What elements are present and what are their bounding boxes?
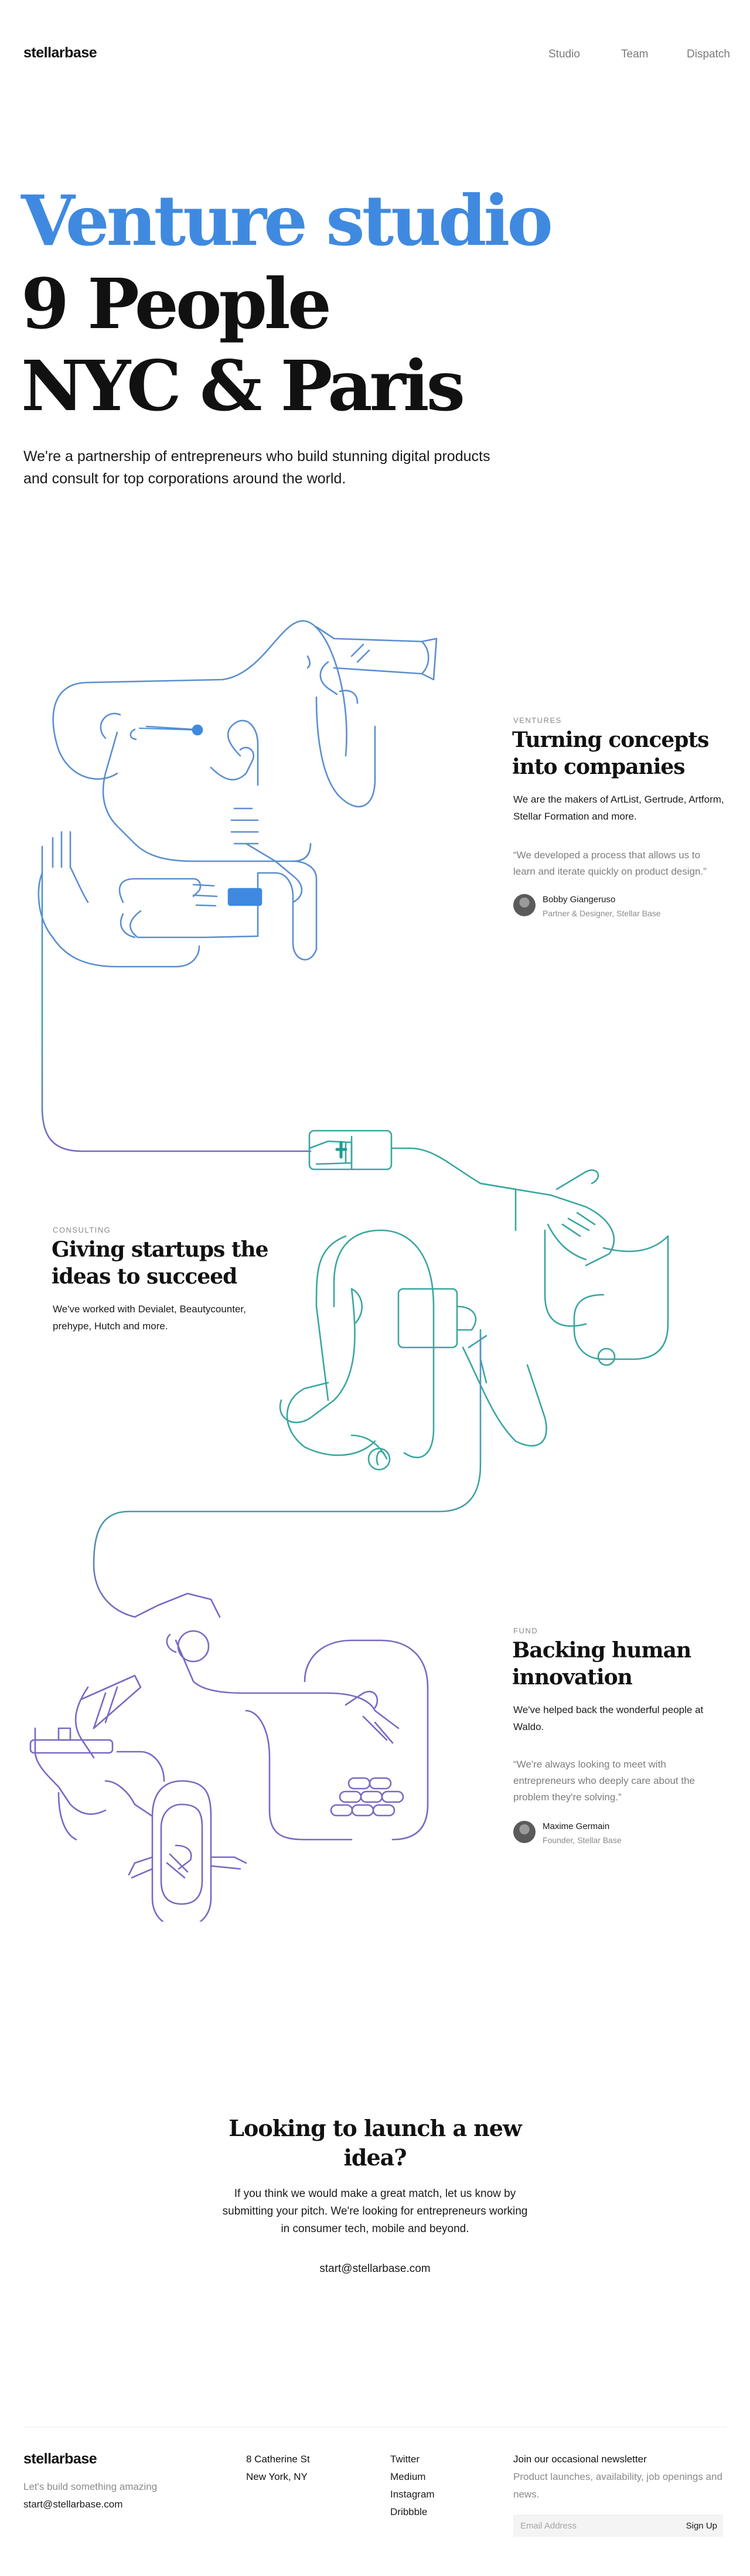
footer-link-medium[interactable]: Medium [390, 2471, 426, 2482]
fund-body: We've helped back the wonderful people a… [513, 1704, 704, 1732]
cta-email-link[interactable]: start@stellarbase.com [319, 2263, 431, 2275]
line-art-illustration [29, 620, 669, 1922]
footer-logo[interactable]: stellarbase [23, 2451, 97, 2467]
avatar [513, 894, 536, 916]
fund-author-name: Maxime Germain [543, 1821, 610, 1831]
ventures-author-name: Bobby Giangeruso [543, 895, 616, 905]
cta-body: If you think we would make a great match… [222, 2188, 528, 2235]
avatar [513, 1821, 536, 1843]
ventures-author-role: Partner & Designer, Stellar Base [543, 909, 661, 918]
hero-headline-studio: Venture studio [21, 180, 553, 261]
fund-kicker: FUND [513, 1626, 538, 1635]
footer-address-city: New York, NY [246, 2471, 308, 2482]
consulting-kicker: CONSULTING [53, 1226, 111, 1234]
fund-quote: “We're always looking to meet with entre… [513, 1759, 695, 1803]
hero-headline-locations: NYC & Paris [21, 345, 465, 427]
footer-address-street: 8 Catherine St [246, 2454, 310, 2465]
consulting-illustration [279, 1130, 669, 1470]
fund-author-role: Founder, Stellar Base [543, 1835, 622, 1845]
consulting-title: Giving startups the ideas to succeed [52, 1237, 269, 1289]
site-logo[interactable]: stellarbase [23, 45, 97, 61]
newsletter-signup-button[interactable]: Sign Up [686, 2514, 717, 2537]
hero-headline-people: 9 People [21, 263, 332, 344]
footer-link-instagram[interactable]: Instagram [390, 2489, 435, 2500]
fund-title: Backing human innovation [512, 1638, 691, 1690]
nav-studio[interactable]: Studio [548, 48, 580, 60]
cta-title: Looking to launch a new idea? [229, 2115, 521, 2171]
newsletter-form: Sign Up [513, 2514, 723, 2537]
nav-dispatch[interactable]: Dispatch [687, 48, 730, 60]
ventures-illustration [38, 620, 438, 968]
footer-email-link[interactable]: start@stellarbase.com [23, 2499, 123, 2510]
newsletter-description: Product launches, availability, job open… [513, 2471, 722, 2500]
hero-intro: We're a partnership of entrepreneurs who… [23, 448, 490, 487]
blue-dot-icon [192, 724, 203, 736]
newsletter-email-input[interactable] [513, 2514, 671, 2537]
footer-link-twitter[interactable]: Twitter [390, 2454, 420, 2465]
footer-social-links: Twitter Medium Instagram Dribbble [390, 2451, 435, 2521]
ventures-quote: “We developed a process that allows us t… [513, 849, 707, 877]
footer-link-dribbble[interactable]: Dribbble [390, 2506, 428, 2517]
blue-block-icon [227, 888, 262, 906]
newsletter-title: Join our occasional newsletter [513, 2454, 647, 2465]
nav-team[interactable]: Team [621, 48, 649, 60]
fund-illustration [29, 1592, 429, 1922]
footer-tagline: Let's build something amazing [23, 2481, 158, 2492]
ventures-title: Turning concepts into companies [512, 728, 709, 779]
consulting-body: We've worked with Devialet, Beautycounte… [53, 1304, 246, 1332]
ventures-body: We are the makers of ArtList, Gertrude, … [513, 794, 724, 822]
ventures-kicker: VENTURES [513, 716, 562, 725]
